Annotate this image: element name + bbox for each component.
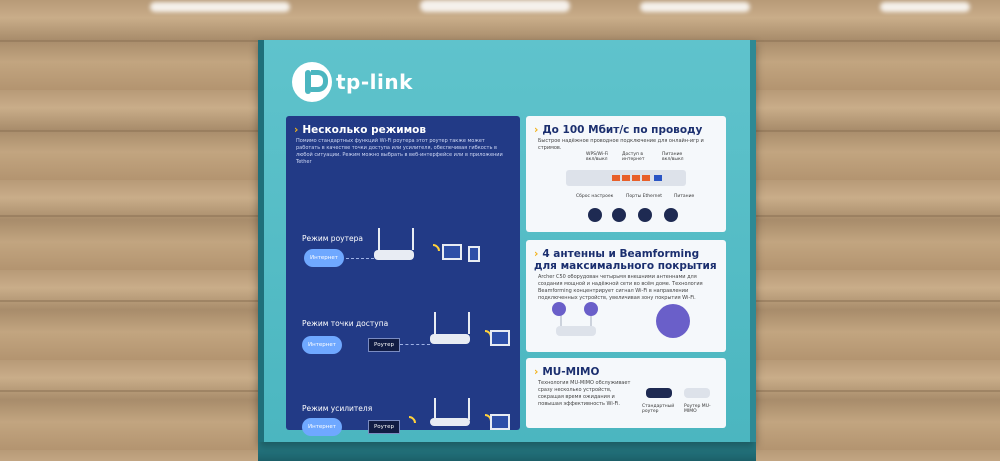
tp-link-logo-icon — [292, 62, 332, 102]
coverage-circle-icon — [656, 304, 690, 338]
beam-circle-icon — [552, 302, 566, 316]
router-icon — [374, 250, 414, 260]
ethernet-port — [642, 175, 650, 181]
mimo-description: Технология MU-MIMO обслуживает сразу нес… — [538, 380, 631, 407]
internet-cloud-icon: Интернет — [302, 418, 342, 436]
light-glare — [640, 2, 750, 12]
mu-mimo-router-icon — [684, 388, 710, 398]
port-label-ethernet: Порты Ethernet — [626, 194, 662, 199]
light-glare — [420, 0, 570, 12]
antenna-icon — [412, 228, 414, 250]
connection-line — [346, 258, 374, 259]
port-label-power: Питание вкл/выкл — [662, 152, 684, 162]
connection-line — [400, 344, 430, 345]
ethernet-icon — [612, 208, 626, 222]
laptop-icon — [490, 330, 510, 346]
wifi-signal-icon — [399, 413, 419, 433]
antenna-icon — [434, 398, 436, 420]
wifi-signal-icon — [423, 241, 443, 261]
card-mu-mimo: ›MU-MIMO Технология MU-MIMO обслуживает … — [526, 358, 726, 428]
ethernet-port — [632, 175, 640, 181]
antenna-icon — [590, 306, 592, 328]
card-antennas: ›4 антенны и Beamforming для максимально… — [526, 240, 726, 352]
port-label-wps: WPS/Wi-Fi вкл/выкл — [586, 152, 609, 162]
ethernet-icon — [638, 208, 652, 222]
antennas-description: Archer C50 оборудован четырьмя внешними … — [538, 274, 703, 301]
antenna-icon — [468, 398, 470, 420]
antenna-icon — [378, 228, 380, 250]
antenna-icon — [468, 312, 470, 334]
antennas-title: ›4 антенны и Beamforming для максимально… — [534, 248, 717, 272]
speed-title: ›До 100 Мбит/с по проводу — [534, 124, 703, 136]
mode-extender-label: Режим усилителя — [302, 404, 373, 413]
internet-cloud-icon: Интернет — [304, 249, 344, 267]
light-glare — [880, 2, 970, 12]
modes-panel: ›Несколько режимов Помимо стандартных фу… — [286, 116, 520, 436]
antenna-icon — [560, 306, 562, 328]
light-glare — [150, 2, 290, 12]
router-icon — [430, 334, 470, 344]
brand-name: tp-link — [336, 70, 413, 94]
box-bottom-edge — [258, 438, 756, 461]
modes-title: ›Несколько режимов — [294, 124, 427, 136]
router-icon — [556, 326, 596, 336]
chevron-right-icon: › — [534, 124, 539, 136]
reset-icon — [588, 208, 602, 222]
mimo-title: ›MU-MIMO — [534, 366, 600, 378]
port-label-power-in: Питание — [674, 194, 695, 199]
label-standard-router: Стандартный роутер — [642, 404, 675, 414]
beam-circle-icon — [584, 302, 598, 316]
port-label-reset: Сброс настроек — [576, 194, 614, 199]
modes-description: Помимо стандартных функций Wi-Fi роутера… — [296, 138, 503, 165]
router-box: tp-link ›Несколько режимов Помимо станда… — [258, 40, 756, 442]
port-label-internet: Доступ в интернет — [622, 152, 645, 162]
speed-description: Быстрое надёжное проводное подключение д… — [538, 138, 704, 151]
standard-router-icon — [646, 388, 672, 398]
power-icon — [664, 208, 678, 222]
chevron-right-icon: › — [294, 124, 299, 136]
chevron-right-icon: › — [534, 248, 539, 260]
ethernet-port — [622, 175, 630, 181]
brand-logo: tp-link — [292, 62, 413, 102]
router-tag: Роутер — [368, 420, 400, 434]
label-mimo-router: Роутер MU-MIMO — [684, 404, 711, 414]
mode-router-label: Режим роутера — [302, 234, 363, 243]
antenna-icon — [434, 312, 436, 334]
mode-ap-label: Режим точки доступа — [302, 319, 389, 328]
laptop-icon — [490, 414, 510, 430]
card-wired-speed: ›До 100 Мбит/с по проводу Быстрое надёжн… — [526, 116, 726, 232]
internet-cloud-icon: Интернет — [302, 336, 342, 354]
chevron-right-icon: › — [534, 366, 539, 378]
laptop-icon — [442, 244, 462, 260]
wan-port — [654, 175, 662, 181]
router-icon — [430, 418, 470, 426]
ethernet-port — [612, 175, 620, 181]
phone-icon — [468, 246, 480, 262]
router-tag: Роутер — [368, 338, 400, 352]
